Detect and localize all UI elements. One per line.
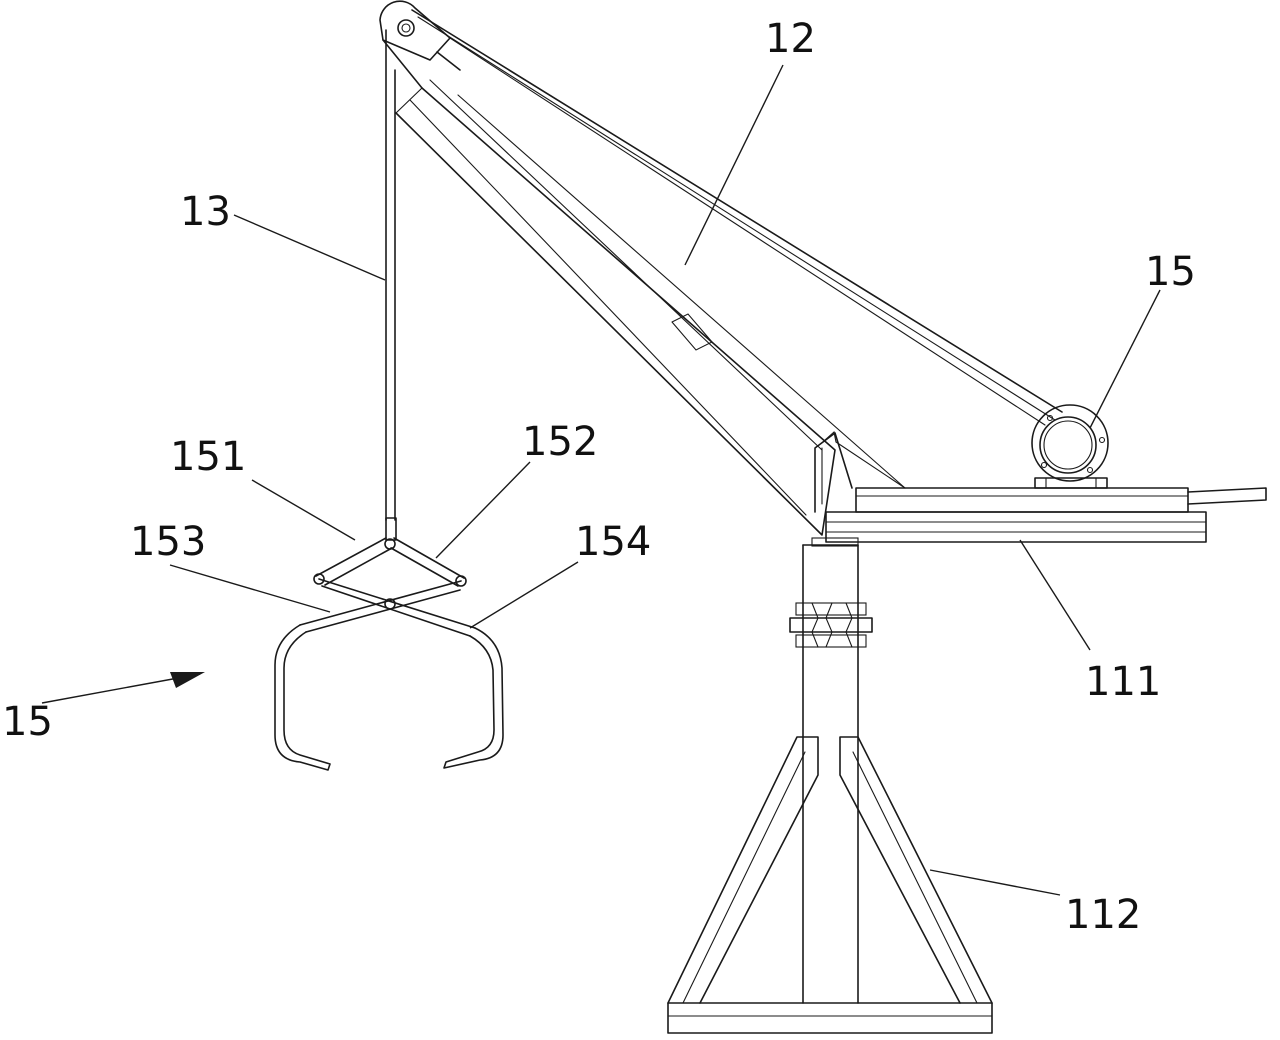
- base-frame: [667, 736, 993, 1034]
- winch-drum: [1031, 404, 1109, 489]
- label-turntable: 111: [1085, 659, 1161, 705]
- label-boom: 12: [765, 16, 816, 62]
- turntable-platform: [811, 487, 1267, 547]
- label-claw-left: 153: [130, 519, 206, 565]
- winch-cables: [411, 9, 1063, 426]
- boom: [382, 39, 906, 536]
- assembly-arrowhead: [170, 672, 205, 688]
- label-winch: 15: [1145, 249, 1196, 295]
- leader-lines: [41, 64, 1161, 896]
- label-rope: 13: [180, 189, 231, 235]
- reference-labels: 12 13 15 111 112 151 152 153 154 15: [2, 16, 1196, 938]
- grab-assembly: [274, 537, 504, 771]
- label-top-link-right: 152: [522, 419, 598, 465]
- column: [789, 544, 873, 1004]
- label-top-link-left: 151: [170, 434, 246, 480]
- label-claw-right: 154: [575, 519, 651, 565]
- hoist-rope: [385, 29, 397, 541]
- label-base-frame: 112: [1065, 892, 1141, 938]
- label-grab-assembly: 15: [2, 699, 53, 745]
